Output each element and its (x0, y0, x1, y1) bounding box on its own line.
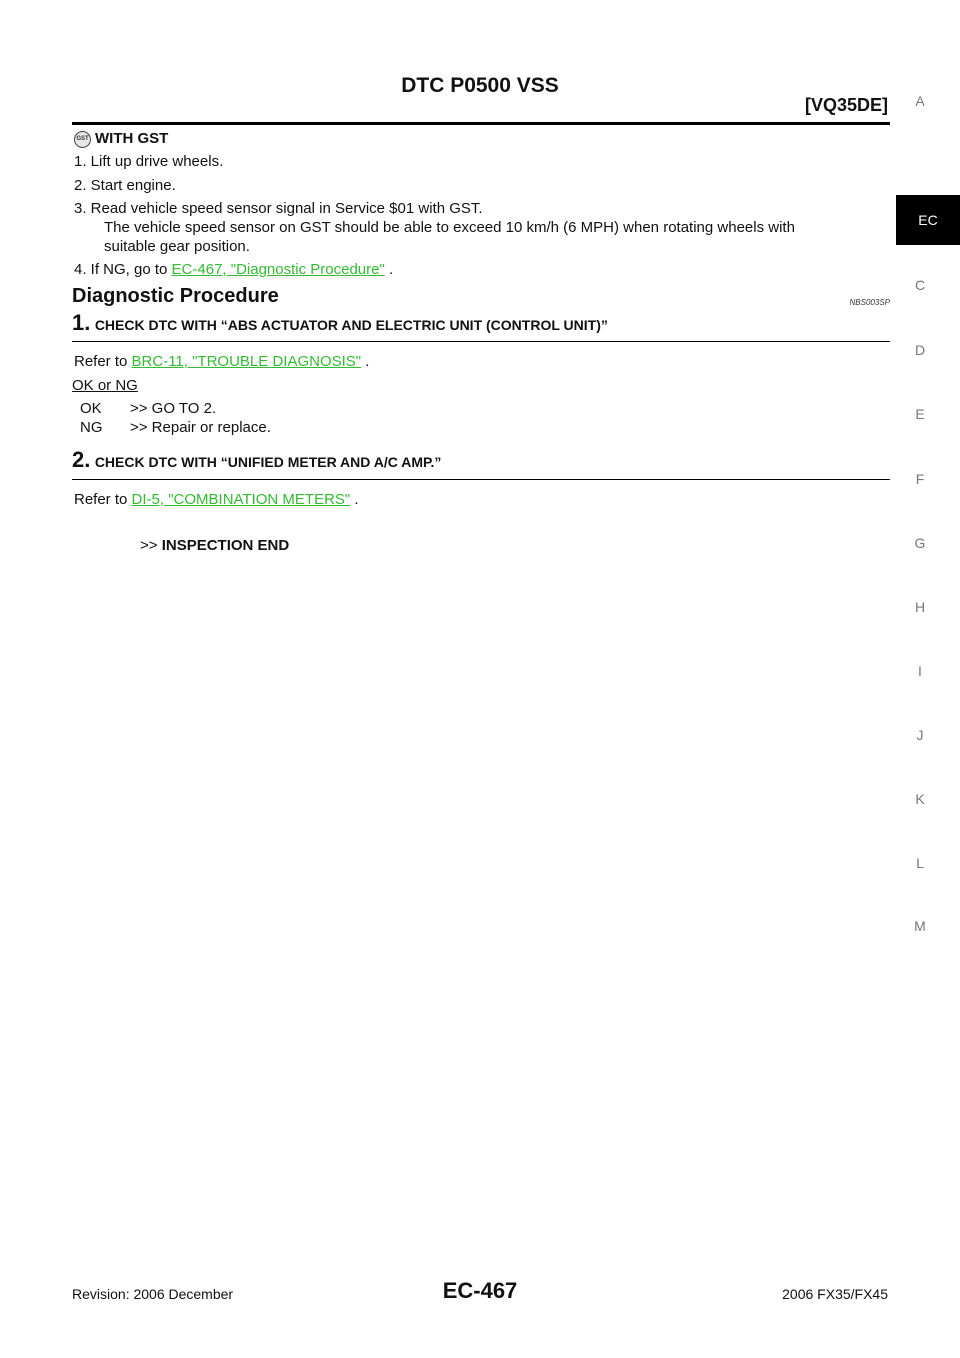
gst-step-2: 2. Start engine. (74, 177, 176, 194)
gst-step-4-tail: . (384, 261, 394, 278)
ng-key: NG (80, 419, 103, 436)
tab-c[interactable]: C (914, 277, 926, 293)
diagnostic-procedure-link[interactable]: EC-467, "Diagnostic Procedure" (171, 261, 385, 278)
section-title: Diagnostic Procedure (72, 285, 279, 307)
ok-or-ng-label: OK or NG (72, 377, 138, 394)
gst-step-4-text: 4. If NG, go to (74, 261, 172, 278)
tab-a[interactable]: A (915, 93, 925, 109)
step-2-number: 2. (72, 447, 91, 472)
tab-m[interactable]: M (914, 918, 926, 934)
tab-d[interactable]: D (914, 342, 926, 358)
footer-revision: Revision: 2006 December (72, 1286, 234, 1302)
step-1-header: 1. CHECK DTC WITH “ABS ACTUATOR AND ELEC… (72, 310, 608, 336)
step-2-refer-text: Refer to (74, 491, 132, 508)
inspection-end: >> INSPECTION END (140, 536, 289, 555)
engine-label: [VQ35DE] (804, 95, 888, 115)
step-2-refer-tail: . (350, 491, 359, 508)
footer-model: 2006 FX35/FX45 (782, 1286, 888, 1302)
gst-step-3-detail: The vehicle speed sensor on GST should b… (104, 219, 795, 236)
step-1-refer-text: Refer to (74, 353, 132, 370)
ok-key: OK (80, 400, 102, 417)
step-2-title: CHECK DTC WITH “UNIFIED METER AND A/C AM… (94, 454, 442, 470)
tab-j[interactable]: J (916, 727, 924, 743)
ok-result: >> GO TO 2. (130, 400, 217, 417)
tab-ec[interactable]: EC (896, 195, 960, 245)
footer-page-number: EC-467 (442, 1278, 518, 1303)
gst-step-4: 4. If NG, go to EC-467, "Diagnostic Proc… (74, 260, 393, 279)
gst-step-1: 1. Lift up drive wheels. (74, 153, 224, 170)
tab-k[interactable]: K (915, 791, 925, 807)
tab-l[interactable]: L (916, 855, 924, 871)
tab-f[interactable]: F (915, 471, 925, 487)
section-code: NBS003SP (849, 298, 890, 307)
trouble-diagnosis-link[interactable]: BRC-11, "TROUBLE DIAGNOSIS" (131, 353, 362, 370)
step-2-refer: Refer to DI-5, "COMBINATION METERS" . (74, 490, 359, 509)
gst-icon: GST (74, 130, 91, 148)
step-1-title: CHECK DTC WITH “ABS ACTUATOR AND ELECTRI… (94, 317, 608, 333)
tab-h[interactable]: H (914, 599, 926, 615)
header-divider (72, 122, 890, 125)
step-2-divider (72, 479, 890, 480)
tab-g[interactable]: G (914, 535, 926, 551)
step-2-header: 2. CHECK DTC WITH “UNIFIED METER AND A/C… (72, 447, 441, 473)
step-1-number: 1. (72, 310, 91, 335)
inspection-end-text: INSPECTION END (161, 537, 290, 554)
gst-step-3-detail-cont: suitable gear position. (104, 238, 250, 255)
step-1-divider (72, 341, 890, 342)
page-title: DTC P0500 VSS (401, 74, 559, 97)
tab-e[interactable]: E (915, 406, 925, 422)
step-1-refer: Refer to BRC-11, "TROUBLE DIAGNOSIS" . (74, 352, 369, 371)
gst-step-3: 3. Read vehicle speed sensor signal in S… (74, 200, 483, 217)
step-1-refer-tail: . (361, 353, 370, 370)
inspection-end-arrow: >> (140, 537, 158, 554)
gst-heading: WITH GST (95, 130, 169, 147)
tab-i[interactable]: I (918, 663, 922, 679)
combination-meters-link[interactable]: DI-5, "COMBINATION METERS" (131, 491, 351, 508)
ng-result: >> Repair or replace. (130, 419, 271, 436)
